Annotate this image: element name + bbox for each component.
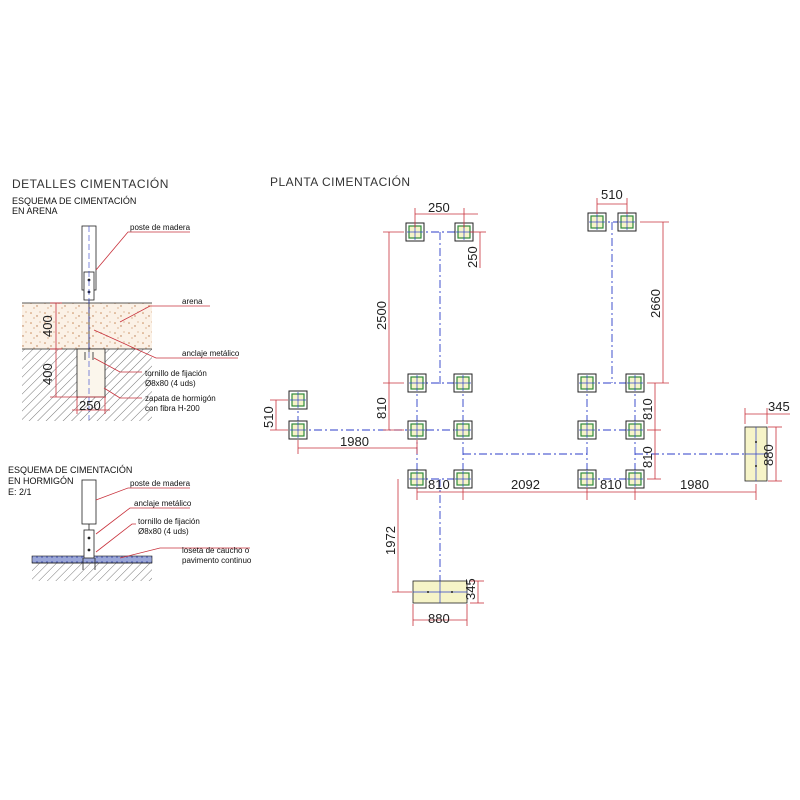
concrete-anchor-plate bbox=[83, 529, 95, 559]
concrete-label-anchor: anclaje metálico bbox=[134, 499, 192, 508]
footing bbox=[453, 420, 473, 440]
sand-detail: ESQUEMA DE CIMENTACIÓN EN ARENA 400 400 … bbox=[12, 196, 240, 421]
concrete-leader-post bbox=[95, 487, 190, 501]
dim-left-2500: 2500 bbox=[374, 301, 389, 330]
footing bbox=[617, 212, 637, 232]
footing bbox=[577, 373, 597, 393]
footing bbox=[407, 420, 427, 440]
dim-top-right-510: 510 bbox=[601, 187, 623, 202]
concrete-label-screw-2: Ø8x80 (4 uds) bbox=[138, 527, 189, 536]
details-title: DETALLES CIMENTACIÓN bbox=[12, 176, 169, 191]
footing bbox=[405, 222, 425, 242]
leader-screw bbox=[93, 357, 142, 373]
concrete-leader-anchor bbox=[95, 507, 190, 535]
concrete-footing bbox=[76, 348, 106, 398]
concrete-leader-screw bbox=[95, 523, 136, 553]
footing bbox=[453, 373, 473, 393]
dim-400-bottom: 400 bbox=[40, 363, 55, 385]
dim-250-footing: 250 bbox=[79, 398, 101, 413]
dim-400-top: 400 bbox=[40, 315, 55, 337]
foundation-plan: 250 250 2500 810 510 1980 510 2660 810 8… bbox=[261, 187, 790, 626]
plan-dimension-lines bbox=[270, 198, 790, 626]
plan-footings bbox=[288, 212, 645, 489]
label-sand: arena bbox=[182, 297, 203, 306]
footing bbox=[407, 373, 427, 393]
dim-bottom-2092: 2092 bbox=[511, 477, 540, 492]
label-anchor: anclaje metálico bbox=[182, 349, 240, 358]
leader-anchor bbox=[93, 329, 238, 359]
concrete-base-hatch bbox=[32, 563, 152, 581]
pad-east bbox=[744, 426, 768, 482]
dim-bottom-1980: 1980 bbox=[680, 477, 709, 492]
footing bbox=[454, 222, 474, 242]
sand-layer bbox=[22, 303, 152, 349]
plan-title: PLANTA CIMENTACIÓN bbox=[270, 174, 411, 189]
dim-left-810: 810 bbox=[374, 397, 389, 419]
leader-post bbox=[95, 231, 190, 271]
sand-detail-title-2: EN ARENA bbox=[12, 206, 58, 216]
concrete-detail-title-2: EN HORMIGÓN bbox=[8, 476, 74, 486]
concrete-label-post: poste de madera bbox=[130, 479, 191, 488]
label-screw-2: Ø8x80 (4 uds) bbox=[145, 379, 196, 388]
dim-left-510: 510 bbox=[261, 406, 276, 428]
dim-south-1972: 1972 bbox=[383, 526, 398, 555]
pad-south bbox=[412, 580, 468, 604]
plan-axes bbox=[297, 221, 756, 592]
label-footing-1: zapata de hormigón bbox=[145, 394, 216, 403]
footing bbox=[625, 469, 645, 489]
footing bbox=[577, 469, 597, 489]
dim-right-2660: 2660 bbox=[648, 289, 663, 318]
dim-right-810-b: 810 bbox=[640, 446, 655, 468]
label-footing-2: con fibra H-200 bbox=[145, 404, 200, 413]
concrete-label-screw-1: tornillo de fijación bbox=[138, 517, 200, 526]
leader-footing bbox=[103, 387, 142, 399]
footing bbox=[577, 420, 597, 440]
footing bbox=[453, 469, 473, 489]
footing bbox=[625, 420, 645, 440]
dim-top-left-side-250: 250 bbox=[465, 246, 480, 268]
footing bbox=[407, 469, 427, 489]
concrete-leader-tile bbox=[119, 547, 250, 559]
label-post: poste de madera bbox=[130, 223, 191, 232]
dim-left-1980: 1980 bbox=[340, 434, 369, 449]
concrete-label-tile-2: pavimento continuo bbox=[182, 556, 252, 565]
dim-top-left-250: 250 bbox=[428, 200, 450, 215]
concrete-detail-title-1: ESQUEMA DE CIMENTACIÓN bbox=[8, 465, 132, 475]
footing bbox=[288, 390, 308, 410]
concrete-wooden-post bbox=[81, 479, 97, 525]
leader-sand bbox=[119, 305, 210, 323]
label-screw-1: tornillo de fijación bbox=[145, 369, 207, 378]
concrete-detail-scale: E: 2/1 bbox=[8, 487, 32, 497]
dim-south-880: 880 bbox=[428, 611, 450, 626]
dim-bottom-810-right: 810 bbox=[600, 477, 622, 492]
concrete-label-tile-1: loseta de caucho o bbox=[182, 546, 250, 555]
footing bbox=[288, 420, 308, 440]
dim-east-880: 880 bbox=[761, 444, 776, 466]
sand-detail-title-1: ESQUEMA DE CIMENTACIÓN bbox=[12, 196, 136, 206]
dim-east-345: 345 bbox=[768, 399, 790, 414]
dim-bottom-810-left: 810 bbox=[428, 477, 450, 492]
footing bbox=[587, 212, 607, 232]
footing bbox=[625, 373, 645, 393]
concrete-detail: ESQUEMA DE CIMENTACIÓN EN HORMIGÓN E: 2/… bbox=[8, 465, 252, 581]
dim-right-810-a: 810 bbox=[640, 398, 655, 420]
dim-south-345: 345 bbox=[463, 578, 478, 600]
